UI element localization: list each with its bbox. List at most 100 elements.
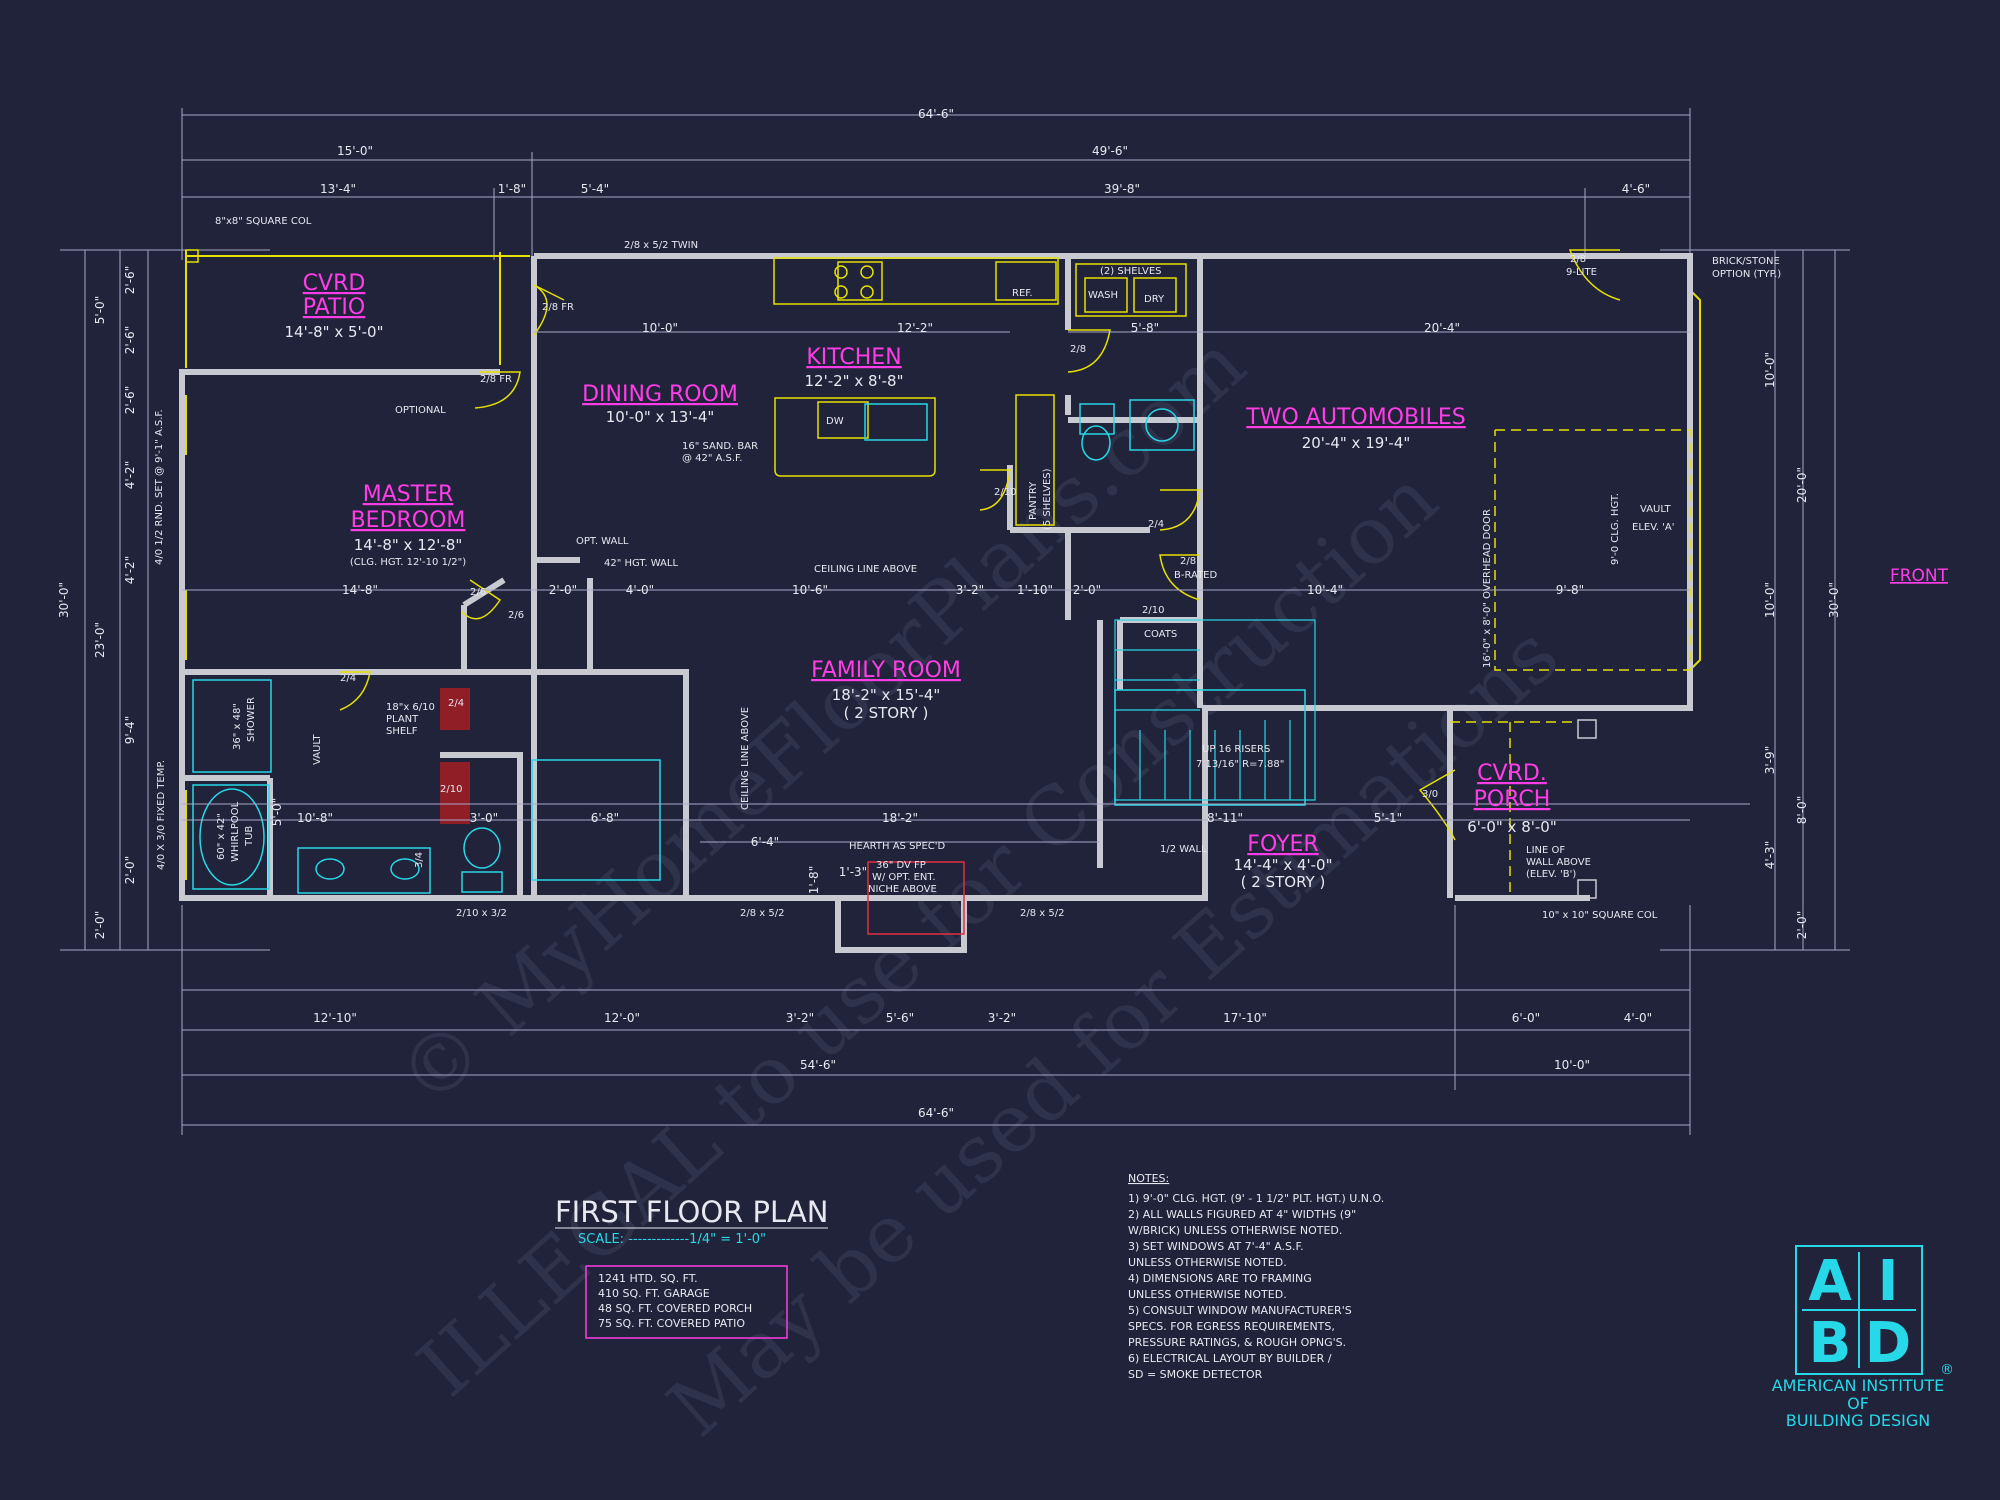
dim-left: 2'-0" (123, 856, 137, 884)
notes-title: NOTES: (1128, 1172, 1169, 1185)
dim-right: 8'-0" (1795, 796, 1809, 824)
door-tag: 2/10 (994, 487, 1016, 498)
dim-left: 4'-2" (123, 461, 137, 489)
logo-letter: B (1809, 1311, 1852, 1376)
dim-top: 39'-8" (1104, 182, 1140, 196)
interior-dim: 1'-10" (1017, 583, 1053, 597)
door-tag: 2/10 (1142, 605, 1164, 616)
note-line: W/BRICK) UNLESS OTHERWISE NOTED. (1128, 1224, 1342, 1237)
room-size-patio: 14'-8" x 5'-0" (284, 323, 383, 341)
dim-right: 2'-0" (1795, 911, 1809, 939)
dim-top: 49'-6" (1092, 144, 1128, 158)
annotation-half-wall: 1/2 WALL (1160, 844, 1207, 855)
dim-left: 23'-0" (93, 622, 107, 658)
door-tag: 2/6 (470, 587, 486, 598)
door-tag: 2/8 FR (542, 302, 574, 313)
room-name-kitchen: KITCHEN (806, 345, 901, 370)
door-tags: 2/8 FR 2/8 FR 2/8 2/10 2/4 2/8 2/10 3/0 … (340, 254, 1586, 919)
note-line: SPECS. FOR EGRESS REQUIREMENTS, (1128, 1320, 1335, 1333)
plan-title: FIRST FLOOR PLAN (555, 1195, 828, 1229)
room-name-dining: DINING ROOM (582, 382, 738, 407)
annotation-stairs: 7 13/16" R=7.88" (1196, 759, 1284, 770)
dim-left: 4'-2" (123, 556, 137, 584)
annotation-clg: 9'-0 CLG. HGT. (1610, 493, 1621, 565)
dim-right: 4'-3" (1763, 841, 1777, 869)
dim-bottom-overall: 64'-6" (918, 1106, 954, 1120)
dim-left: 2'-0" (93, 911, 107, 939)
dims-left: 5'-0" 2'-6" 2'-6" 2'-6" 4'-2" 4'-2" 23'-… (57, 266, 137, 939)
annotation-door: B-RATED (1174, 570, 1218, 581)
annotation-fp: NICHE ABOVE (868, 884, 937, 895)
door-swings (339, 249, 1621, 841)
dim-right: 20'-0" (1795, 467, 1809, 503)
dim-bottom: 5'-6" (886, 1011, 914, 1025)
title-block: FIRST FLOOR PLAN SCALE: -------------1/4… (555, 1195, 828, 1339)
dim-right-overall: 30'-0" (1827, 582, 1841, 618)
front-label: FRONT (1890, 566, 1949, 586)
annotation-shelf: PLANT (386, 714, 419, 725)
interior-dim-lines (182, 331, 1750, 843)
interior-dim: 10'-8" (297, 811, 333, 825)
room-name-master: MASTER (363, 482, 454, 507)
door-tag: 2/8 FR (480, 374, 512, 385)
interior-dim: 10'-4" (1307, 583, 1343, 597)
dims-top: 64'-6" 15'-0" 49'-6" 13'-4" 1'-8" 5'-4" … (320, 107, 1650, 196)
annotation-tub: TUB (244, 826, 255, 847)
annotation-brick: OPTION (TYP.) (1712, 269, 1781, 280)
dim-right: 10'-0" (1763, 582, 1777, 618)
dim-bottom: 3'-2" (786, 1011, 814, 1025)
dim-bottom: 3'-2" (988, 1011, 1016, 1025)
note-line: UNLESS OTHERWISE NOTED. (1128, 1256, 1287, 1269)
annotation-hearth: HEARTH AS SPEC'D (849, 841, 946, 852)
interior-dim: 5'-1" (1374, 811, 1402, 825)
room-name-patio: CVRD (303, 271, 366, 296)
interior-dim: 9'-8" (1556, 583, 1584, 597)
interior-dim: 3'-0" (470, 811, 498, 825)
annotation-ovhd: 16'-0" x 8'-0" OVERHEAD DOOR (1482, 509, 1493, 668)
annotation-line-wall: (ELEV. 'B') (1526, 869, 1576, 880)
room-name-master: BEDROOM (351, 508, 466, 533)
door-tag: 2/8 (1180, 556, 1196, 567)
interior-dim: 5'-8" (1131, 321, 1159, 335)
dim-left: 2'-6" (123, 386, 137, 414)
annotation-shower: 36" x 48" (232, 703, 243, 750)
room-size-dining: 10'-0" x 13'-4" (606, 408, 715, 426)
door-tag: 2/4 (340, 673, 356, 684)
room-name-foyer: FOYER (1247, 832, 1318, 857)
annotations: 8"x8" SQUARE COL 10" x 10" SQUARE COL 2/… (154, 216, 1781, 921)
annotation-ceiling: CEILING LINE ABOVE (814, 564, 917, 575)
annotation-line-wall: WALL ABOVE (1526, 857, 1591, 868)
annotation-hgt-wall: 42" HGT. WALL (604, 558, 678, 569)
interior-dims: 10'-0" 12'-2" 5'-8" 20'-4" 14'-8" 2'-0" … (270, 321, 1584, 894)
logo-text: BUILDING DESIGN (1786, 1411, 1930, 1430)
annotation-window: 4/0 X 3/0 FIXED TEMP. (156, 760, 167, 870)
interior-dim: 14'-8" (342, 583, 378, 597)
annotation-bar: 16" SAND. BAR (682, 441, 758, 452)
plan-scale: SCALE: -------------1/4" = 1'-0" (578, 1232, 766, 1247)
annotation-bar: @ 42" A.S.F. (682, 453, 742, 464)
area-line: 75 SQ. FT. COVERED PATIO (598, 1317, 745, 1330)
annotation-dw: DW (826, 416, 844, 427)
dim-left: 2'-6" (123, 266, 137, 294)
annotation-coats: COATS (1144, 629, 1177, 640)
door-tag: 2/8 (1070, 344, 1086, 355)
door-tag: 2/10 (440, 784, 462, 795)
annotation-dry: DRY (1144, 294, 1165, 305)
dim-bottom: 6'-0" (1512, 1011, 1540, 1025)
room-size-family: 18'-2" x 15'-4" (832, 686, 941, 704)
annotation-shelf: SHELF (386, 726, 418, 737)
room-note-family: ( 2 STORY ) (844, 704, 929, 722)
interior-dim: 18'-2" (882, 811, 918, 825)
note-line: 6) ELECTRICAL LAYOUT BY BUILDER / (1128, 1352, 1332, 1365)
note-line: 3) SET WINDOWS AT 7'-4" A.S.F. (1128, 1240, 1304, 1253)
dim-bottom: 12'-0" (604, 1011, 640, 1025)
door-tag: 2/8 x 5/2 (1020, 908, 1064, 919)
dim-left: 9'-4" (123, 716, 137, 744)
note-line: 2) ALL WALLS FIGURED AT 4" WIDTHS (9" (1128, 1208, 1356, 1221)
dim-bottom: 4'-0" (1624, 1011, 1652, 1025)
room-size-garage: 20'-4" x 19'-4" (1302, 434, 1411, 452)
note-line: 5) CONSULT WINDOW MANUFACTURER'S (1128, 1304, 1352, 1317)
door-tag: 2/6 (508, 610, 524, 621)
door-tag: 2/8 x 5/2 (740, 908, 784, 919)
dim-right: 3'-9" (1763, 746, 1777, 774)
